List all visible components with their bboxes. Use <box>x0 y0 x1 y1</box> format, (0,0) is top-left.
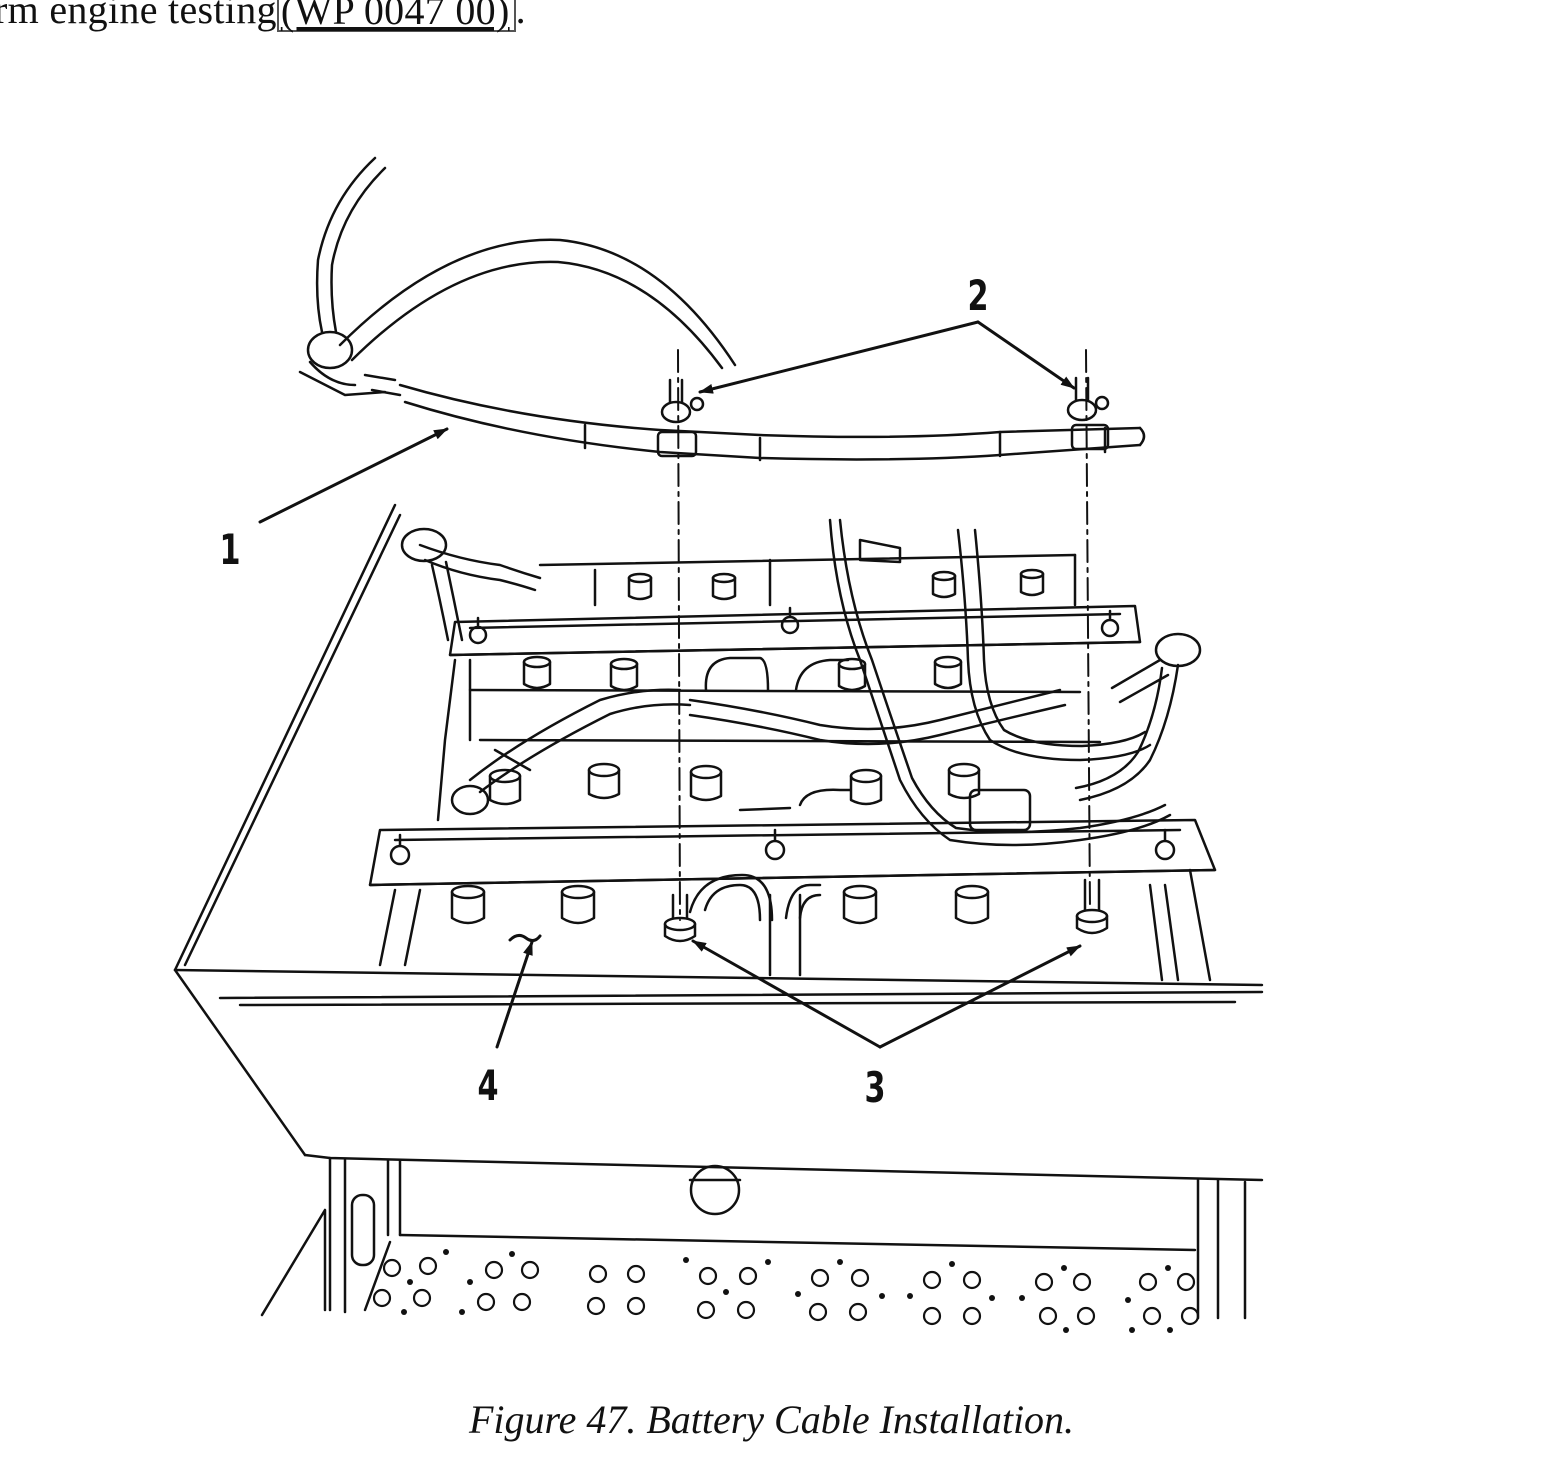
figure-caption: Figure 47. Battery Cable Installation. <box>468 1397 1075 1442</box>
callout-1: 1 <box>219 525 240 574</box>
battery-vent-caps <box>450 568 1045 925</box>
callout-2: 2 <box>967 271 988 320</box>
vent-holes <box>372 1256 1200 1326</box>
installation-centerlines <box>677 349 1091 921</box>
callout-3: 3 <box>864 1063 885 1112</box>
battery-cable <box>298 156 1146 462</box>
cable-terminal-clamps <box>660 376 1110 424</box>
procedure-text-line: rm engine testing(WP 0047 00). <box>0 0 526 33</box>
battery-box-housing <box>173 503 1264 1320</box>
work-package-link[interactable]: (WP 0047 00) <box>276 0 516 33</box>
installed-battery-cables <box>400 518 1202 847</box>
procedure-text: rm engine testing <box>0 0 277 32</box>
vent-dots <box>401 1249 1173 1333</box>
callout-4: 4 <box>477 1061 498 1110</box>
lower-hold-down-bar <box>368 818 1217 887</box>
battery-terminal-posts <box>663 878 1109 943</box>
battery-block <box>378 553 1212 982</box>
upper-hold-down-bar <box>448 604 1142 657</box>
leader-arrows <box>258 320 1082 1049</box>
intercell-straps <box>688 656 852 922</box>
procedure-text-period: . <box>515 0 526 32</box>
